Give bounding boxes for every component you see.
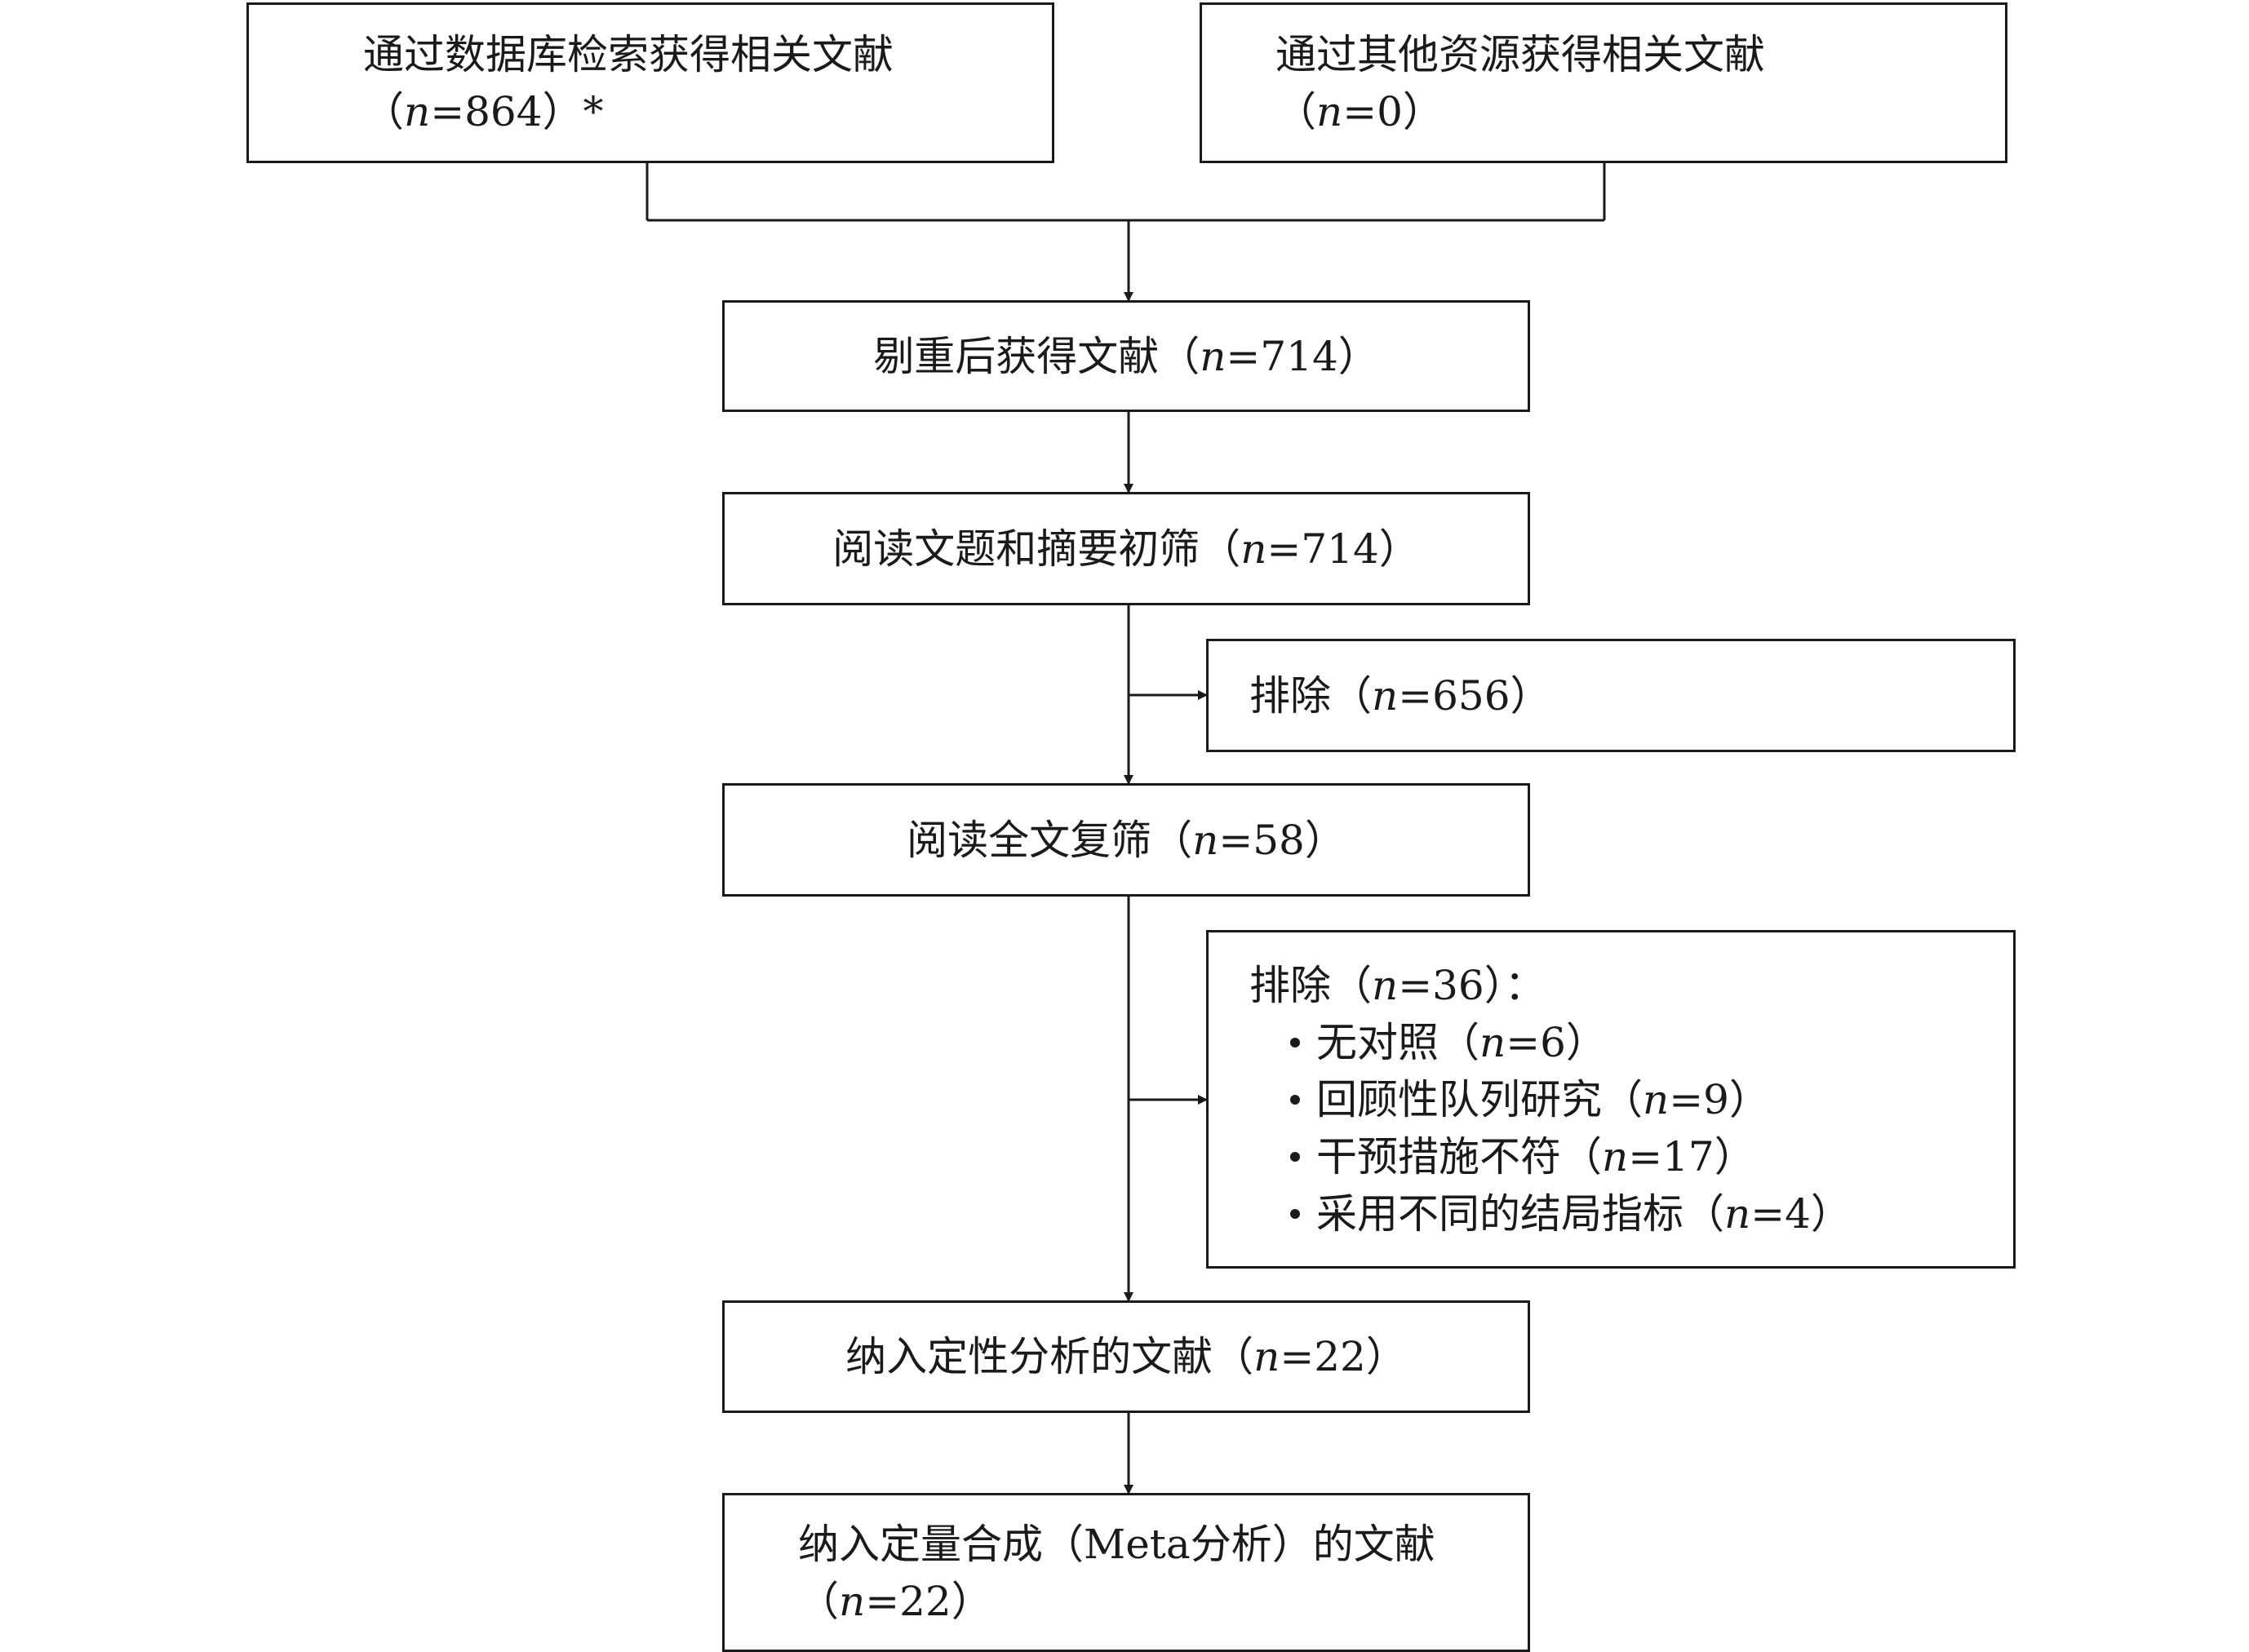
exclude1-text: 排除（n=656） (1249, 671, 1551, 720)
other-sources-box: 通过其他资源获得相关文献 （n=0） (1200, 2, 2007, 163)
other-sources-line1: 通过其他资源获得相关文献 (1275, 30, 1765, 78)
exclusion-reason-text: 回顾性队列研究（n=9） (1316, 1075, 1770, 1123)
exclude2-title: 排除（n=36）： (1249, 961, 1546, 1009)
database-search-line1: 通过数据库检索获得相关文献 (363, 30, 894, 78)
title-abstract-box: 阅读文题和摘要初筛（n=714） (722, 492, 1530, 605)
database-search-line2: （n=864）* (363, 87, 604, 135)
bullet-icon (1290, 1151, 1300, 1162)
exclusion-reasons-list: 无对照（n=6） 回顾性队列研究（n=9） 干预措施不符（n=17） 采用不同的… (1249, 1014, 2013, 1242)
fulltext-text: 阅读全文复筛（n=58） (907, 816, 1346, 864)
quantitative-box: 纳入定量合成（Meta分析）的文献 （n=22） (722, 1493, 1530, 1652)
bullet-icon (1290, 1037, 1300, 1047)
exclusion-reason-item: 无对照（n=6） (1290, 1014, 2013, 1071)
fulltext-box: 阅读全文复筛（n=58） (722, 783, 1530, 897)
exclude1-box: 排除（n=656） (1206, 639, 2016, 752)
exclusion-reason-item: 干预措施不符（n=17） (1290, 1128, 2013, 1185)
quantitative-line2: （n=22） (798, 1577, 992, 1625)
exclude2-box: 排除（n=36）： 无对照（n=6） 回顾性队列研究（n=9） 干预措施不符（n… (1206, 930, 2016, 1269)
exclusion-reason-text: 无对照（n=6） (1316, 1018, 1607, 1066)
exclusion-reason-text: 干预措施不符（n=17） (1316, 1132, 1755, 1180)
qualitative-box: 纳入定性分析的文献（n=22） (722, 1300, 1530, 1413)
exclusion-reason-item: 回顾性队列研究（n=9） (1290, 1071, 2013, 1128)
dedup-box: 剔重后获得文献（n=714） (722, 300, 1530, 412)
title-abstract-text: 阅读文题和摘要初筛（n=714） (832, 525, 1420, 573)
exclusion-reason-item: 采用不同的结局指标（n=4） (1290, 1185, 2013, 1242)
other-sources-line2: （n=0） (1275, 87, 1444, 135)
bullet-icon (1290, 1208, 1300, 1219)
dedup-text: 剔重后获得文献（n=714） (873, 332, 1379, 380)
exclusion-reason-text: 采用不同的结局指标（n=4） (1316, 1189, 1852, 1238)
database-search-box: 通过数据库检索获得相关文献 （n=864）* (246, 2, 1054, 163)
qualitative-text: 纳入定性分析的文献（n=22） (845, 1333, 1407, 1380)
quantitative-line1: 纳入定量合成（Meta分析）的文献 (798, 1520, 1435, 1568)
bullet-icon (1290, 1094, 1300, 1105)
